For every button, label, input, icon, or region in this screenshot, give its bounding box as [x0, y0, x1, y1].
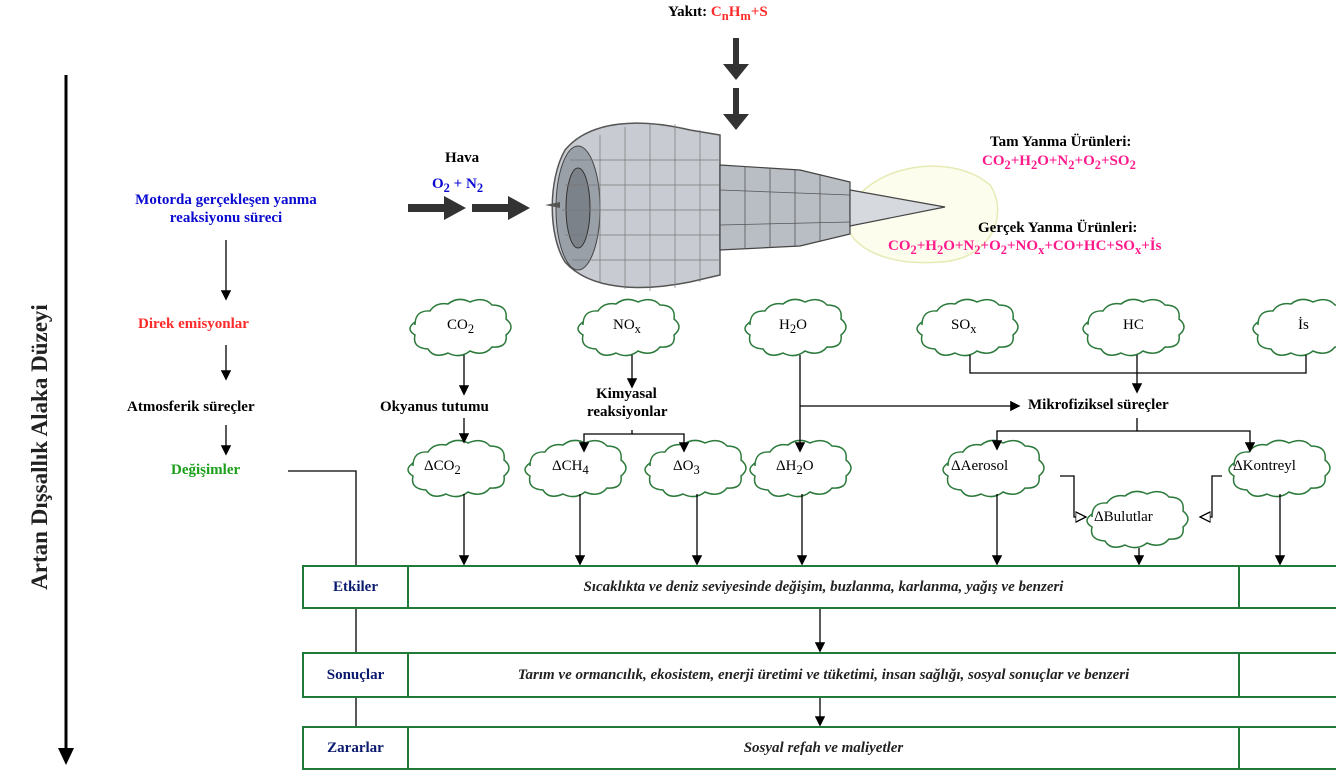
fuel-label: Yakıt: CnHm+S	[668, 4, 768, 24]
air-label: Hava	[445, 150, 480, 166]
change-contrail: ΔKontreyl	[1233, 458, 1296, 474]
change-clouds-label: ΔBulutlar	[1094, 509, 1153, 525]
change-co2: ΔCO2	[424, 458, 461, 477]
real-products-formula: CO2+H2O+N2+O2+NOx+CO+HC+SOx+İs	[888, 238, 1162, 257]
atmospheric-processes-label: Atmosferik süreçler	[127, 399, 255, 415]
combustion-process-label: Motorda gerçekleşen yanma reaksiyonu sür…	[135, 192, 317, 226]
relevance-axis-label: Artan Dışsallık Alaka Düzeyi	[27, 304, 52, 590]
changes-label: Değişimler	[171, 462, 241, 478]
relevance-axis-arrow	[58, 75, 74, 765]
emission-soot: İs	[1298, 317, 1309, 333]
microphysical-processes-label: Mikrofiziksel süreçler	[1028, 397, 1169, 413]
emission-hc: HC	[1123, 317, 1144, 333]
consequences-row-header: Sonuçlar	[304, 654, 409, 696]
real-products-title: Gerçek Yanma Ürünleri:	[978, 220, 1138, 236]
effects-row: Etkiler Sıcaklıkta ve deniz seviyesinde …	[302, 565, 1336, 609]
fuel-arrows	[723, 38, 749, 130]
emission-nox: NOx	[613, 317, 641, 336]
change-aerosol: ΔAerosol	[951, 458, 1009, 474]
direct-emissions-label: Direk emisyonlar	[138, 316, 249, 332]
damages-row: Zararlar Sosyal refah ve maliyetler	[302, 726, 1336, 770]
change-o3: ΔO3	[673, 458, 700, 477]
change-h2o: ΔH2O	[776, 458, 814, 477]
fuel-text: Yakıt:	[668, 4, 711, 20]
chemical-reactions-label-1: Kimyasal	[596, 386, 657, 402]
complete-products-formula: CO2+H2O+N2+O2+SO2	[982, 153, 1136, 172]
change-clouds	[407, 439, 1331, 549]
effects-row-body: Sıcaklıkta ve deniz seviyesinde değişim,…	[409, 567, 1240, 607]
chemical-reactions-label-2: reaksiyonlar	[587, 404, 668, 420]
jet-engine-image	[545, 122, 999, 291]
effects-row-header: Etkiler	[304, 567, 409, 607]
complete-products-title: Tam Yanma Ürünleri:	[990, 134, 1132, 150]
fuel-formula: CnHm+S	[710, 4, 768, 23]
consequences-row: Sonuçlar Tarım ve ormancılık, ekosistem,…	[302, 652, 1336, 698]
emission-sox: SOx	[951, 317, 977, 336]
damages-row-body: Sosyal refah ve maliyetler	[409, 728, 1240, 768]
ocean-uptake-label: Okyanus tutumu	[380, 399, 489, 415]
flow-connectors	[458, 355, 1307, 727]
change-ch4: ΔCH4	[552, 458, 589, 477]
emission-h2o: H2O	[779, 317, 807, 336]
damages-row-header: Zararlar	[304, 728, 409, 768]
emission-clouds	[409, 298, 1336, 357]
emission-co2: CO2	[447, 317, 475, 336]
air-formula: O2 + N2	[432, 176, 484, 195]
air-arrows	[408, 196, 530, 220]
consequences-row-body: Tarım ve ormancılık, ekosistem, enerji ü…	[409, 654, 1240, 696]
